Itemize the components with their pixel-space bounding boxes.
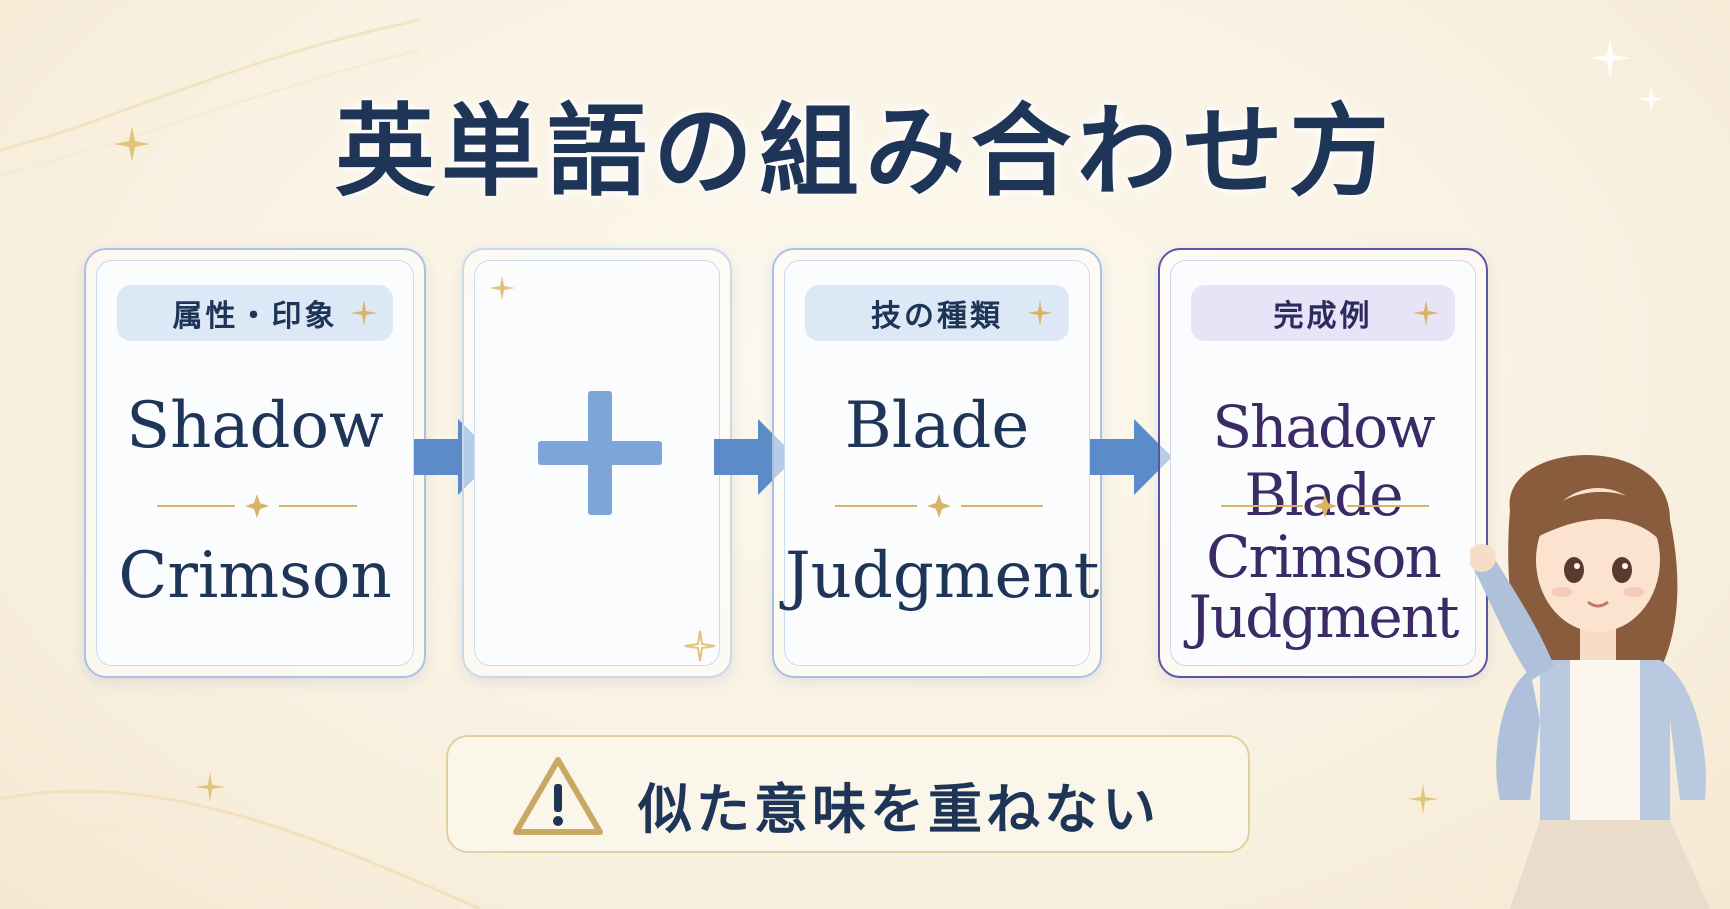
gold-divider (1221, 494, 1429, 518)
card-inner (474, 260, 720, 666)
card-example: 完成例 Shadow Blade Crimson Judgment (1158, 248, 1488, 678)
card-label-pill: 技の種類 (805, 285, 1069, 341)
word-top: Shadow (126, 389, 384, 463)
warning-text: 似た意味を重ねない (638, 778, 1160, 841)
sparkle-icon (1638, 86, 1664, 112)
warning-box: 似た意味を重ねない (446, 735, 1250, 853)
word-bottom: Crimson (118, 539, 392, 613)
word-top: Blade (844, 389, 1030, 463)
card-technique: 技の種類 Blade Judgment (772, 248, 1102, 678)
card-label: 完成例 (1273, 299, 1373, 334)
card-inner: 完成例 Shadow Blade Crimson Judgment (1170, 260, 1476, 666)
example-word-1: Shadow Blade (1212, 393, 1435, 529)
word-bottom: Judgment (785, 539, 1100, 613)
character-illustration (1470, 455, 1710, 909)
sparkle-icon (684, 630, 716, 662)
card-inner: 属性・印象 Shadow Crimson (96, 260, 414, 666)
card-label: 技の種類 (871, 299, 1003, 334)
sparkle-icon (1027, 300, 1053, 326)
card-label-pill: 完成例 (1191, 285, 1455, 341)
gold-divider (157, 494, 357, 518)
sparkle-icon (195, 772, 225, 802)
sparkle-icon (1590, 38, 1630, 78)
gold-divider (835, 494, 1043, 518)
sparkle-icon (1413, 300, 1439, 326)
plus-icon (538, 391, 662, 515)
decorative-wave-bottom-left (0, 789, 480, 909)
card-label: 属性・印象 (172, 299, 338, 334)
card-attribute: 属性・印象 Shadow Crimson (84, 248, 426, 678)
sparkle-icon (351, 300, 377, 326)
card-plus (462, 248, 732, 678)
card-label-pill: 属性・印象 (117, 285, 393, 341)
page-title: 英単語の組み合わせ方 (335, 93, 1395, 210)
warning-icon (513, 757, 603, 835)
card-inner: 技の種類 Blade Judgment (784, 260, 1100, 666)
sparkle-icon (1408, 784, 1438, 814)
sparkle-icon (489, 275, 515, 301)
arrow-right-icon (1090, 419, 1172, 495)
example-word-2a: Crimson (1206, 523, 1442, 591)
sparkle-icon (114, 126, 150, 162)
example-word-2b: Judgment (1188, 583, 1460, 651)
